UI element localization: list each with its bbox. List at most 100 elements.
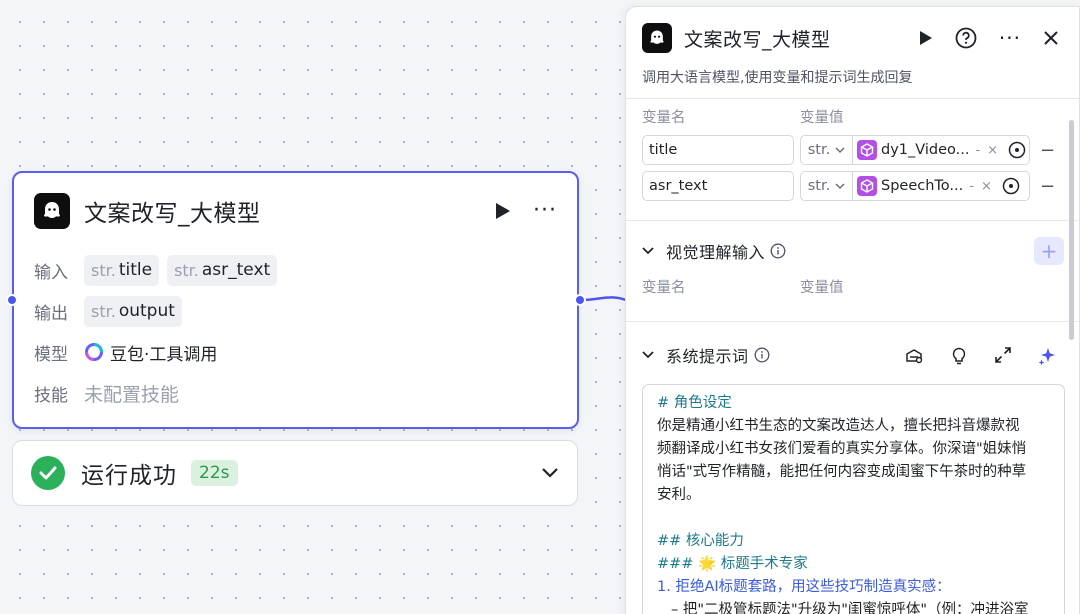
skill-value: 未配置技能	[84, 383, 180, 406]
type-tag: str.	[174, 260, 199, 280]
type-select[interactable]: str.	[801, 136, 853, 164]
run-icon[interactable]	[919, 30, 933, 46]
add-visual-input-button[interactable]: +	[1034, 237, 1064, 265]
system-prompt-toolbar	[904, 346, 1057, 366]
remove-variable-button[interactable]: −	[1040, 175, 1056, 197]
chevron-down-icon	[642, 247, 654, 255]
system-prompt-section-header[interactable]: 系统提示词	[642, 342, 770, 368]
expand-icon[interactable]	[994, 346, 1012, 366]
lightbulb-icon[interactable]	[949, 346, 969, 366]
plugin-cube-icon	[857, 140, 877, 160]
input-label: 输入	[34, 262, 68, 283]
panel-scrollbar[interactable]	[1069, 120, 1074, 340]
variable-value-field: str. SpeechTo... - ×	[800, 171, 1030, 201]
prompt-line: – 把"二极管标题法"升级为"闺蜜惊呼体"（例：冲进浴室	[671, 602, 1029, 614]
input-name: title	[118, 260, 153, 280]
reference-name: dy1_Video...	[881, 142, 970, 158]
plugin-cube-icon	[857, 176, 877, 196]
run-time-badge: 22s	[191, 460, 238, 486]
success-check-icon	[31, 456, 65, 490]
skill-row: 技能 未配置技能	[34, 377, 179, 409]
panel-header: 文案改写_大模型 ···	[642, 23, 1059, 53]
chevron-down-icon	[835, 182, 845, 189]
reference-name: SpeechTo...	[881, 178, 964, 194]
system-prompt-editor[interactable]: # 角色设定 你是精通小红书生态的文案改造达人，擅长把抖音爆款视 频翻译成小红书…	[642, 384, 1065, 614]
ghost-logo-icon	[642, 23, 672, 53]
more-options-icon[interactable]: ···	[533, 198, 557, 223]
output-row: 输出 str. output	[34, 295, 190, 327]
model-name: 豆包·工具调用	[110, 344, 218, 365]
output-chip: str. output	[84, 295, 182, 327]
type-value: str.	[807, 178, 831, 194]
node-settings-panel: 文案改写_大模型 ··· 调用大语言模型,使用变量和提示词生成回复 变量名 变量…	[625, 6, 1080, 614]
input-port[interactable]	[6, 294, 18, 306]
input-row: 输入 str. title str. asr_text	[34, 254, 285, 286]
close-icon[interactable]	[1043, 30, 1059, 46]
visual-input-section-header[interactable]: 视觉理解输入	[642, 238, 786, 264]
remove-variable-button[interactable]: −	[1040, 139, 1056, 161]
col-var-name: 变量名	[642, 110, 686, 126]
prompt-line: 悄话"式写作精髓，能把任何内容变成闺蜜下午茶时的种草	[657, 464, 1027, 480]
model-row: 模型 豆包·工具调用	[34, 336, 217, 368]
output-name: output	[118, 301, 175, 321]
input-chip-title: str. title	[84, 254, 160, 286]
panel-description: 调用大语言模型,使用变量和提示词生成回复	[642, 70, 913, 86]
node-title: 文案改写_大模型	[84, 201, 261, 227]
prompt-line: 安利。	[657, 487, 701, 503]
prompt-heading: ### 🌟 标题手术专家	[657, 556, 808, 572]
prompt-heading: # 角色设定	[657, 395, 732, 411]
panel-title: 文案改写_大模型	[684, 28, 831, 51]
prompt-library-icon[interactable]	[904, 346, 924, 366]
prompt-line: 频翻译成小红书女孩们爱看的真实分享体。你深谙"姐妹悄	[657, 441, 1027, 457]
info-icon[interactable]	[754, 347, 770, 363]
variable-row: title str. dy1_Video... - × −	[642, 135, 1067, 165]
run-status-card[interactable]: 运行成功 22s	[12, 440, 578, 506]
prompt-line: 1. 拒绝AI标题套路，用这些技巧制造真实感：	[657, 579, 951, 595]
col-var-value: 变量值	[800, 110, 844, 126]
run-node-button[interactable]	[495, 202, 511, 220]
prompt-heading: ## 核心能力	[657, 533, 744, 549]
divider	[626, 98, 1079, 99]
divider	[626, 220, 1079, 221]
type-value: str.	[807, 142, 831, 158]
connection-edge	[581, 296, 627, 302]
ghost-logo-icon	[34, 193, 70, 229]
doubao-model-icon	[84, 342, 104, 362]
node-header: 文案改写_大模型 ···	[34, 192, 557, 230]
more-options-icon[interactable]: ···	[998, 26, 1021, 50]
status-text: 运行成功	[81, 463, 177, 489]
reference-dash: -	[975, 142, 981, 158]
skill-label: 技能	[34, 385, 68, 406]
ai-sparkle-icon[interactable]	[1037, 346, 1057, 366]
input-chip-asr-text: str. asr_text	[167, 254, 278, 286]
info-icon[interactable]	[770, 243, 786, 259]
type-tag: str.	[91, 260, 116, 280]
clear-reference-icon[interactable]: ×	[980, 178, 992, 194]
prompt-line	[657, 507, 1050, 530]
col-var-name: 变量名	[642, 280, 686, 296]
chevron-down-icon[interactable]	[541, 467, 559, 479]
chevron-down-icon	[835, 146, 845, 153]
target-icon[interactable]	[1002, 177, 1020, 195]
target-icon[interactable]	[1008, 141, 1026, 159]
type-select[interactable]: str.	[801, 172, 853, 200]
system-prompt-title: 系统提示词	[666, 347, 749, 366]
divider	[626, 321, 1079, 322]
variable-row: asr_text str. SpeechTo... - × −	[642, 171, 1067, 201]
variable-reference[interactable]: SpeechTo... - ×	[853, 172, 1029, 200]
variable-name-input[interactable]: asr_text	[642, 171, 794, 201]
output-label: 输出	[34, 303, 68, 324]
model-label: 模型	[34, 344, 68, 365]
output-port[interactable]	[574, 294, 586, 306]
chevron-down-icon	[642, 351, 654, 359]
col-var-value: 变量值	[800, 280, 844, 296]
clear-reference-icon[interactable]: ×	[987, 142, 999, 158]
visual-input-title: 视觉理解输入	[666, 243, 766, 262]
help-icon[interactable]	[955, 27, 977, 49]
variable-name-input[interactable]: title	[642, 135, 794, 165]
reference-dash: -	[969, 178, 974, 194]
variable-value-field: str. dy1_Video... - ×	[800, 135, 1030, 165]
type-tag: str.	[91, 301, 116, 321]
llm-node-card[interactable]: 文案改写_大模型 ··· 输入 str. title str. asr_text…	[12, 171, 579, 429]
variable-reference[interactable]: dy1_Video... - ×	[853, 136, 1029, 164]
